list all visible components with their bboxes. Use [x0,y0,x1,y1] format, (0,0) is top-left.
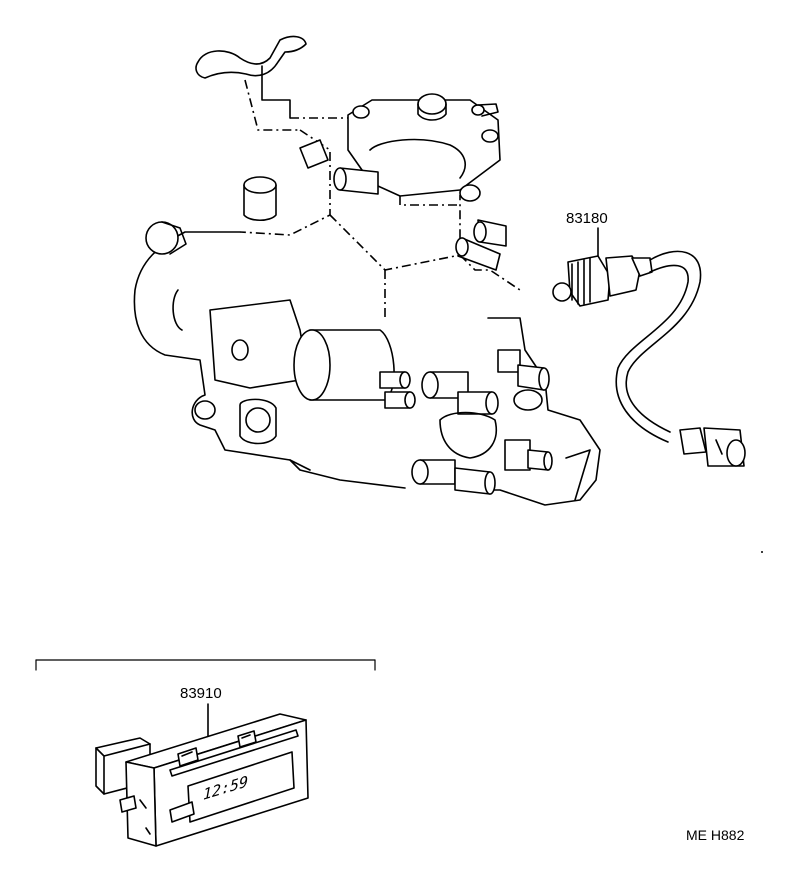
clock-83910-drawing [95,703,309,847]
injection-pump-drawing [133,35,601,506]
sensor-83180-drawing [552,227,746,467]
part-number-83180: 83180 [566,210,608,227]
section-bracket [35,659,376,671]
diagram-code: ME H882 [686,827,745,843]
stray-dot [761,551,763,553]
part-number-83910: 83910 [180,685,222,702]
